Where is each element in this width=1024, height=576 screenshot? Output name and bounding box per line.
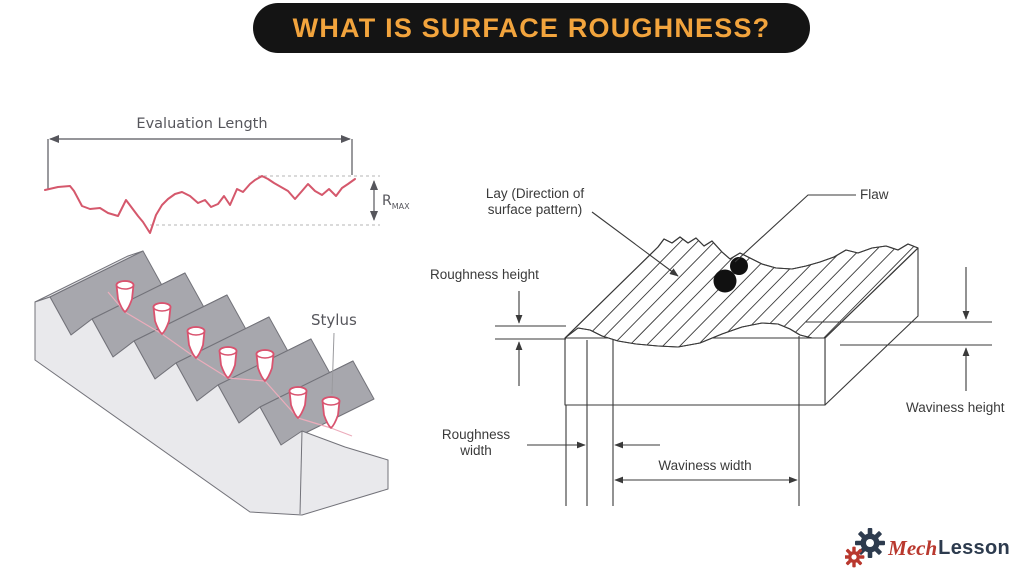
- stylus-leader-line: [331, 332, 335, 395]
- roughness-height-label: Roughness height: [430, 267, 539, 282]
- flaw-mark: [713, 257, 748, 293]
- flaw-leader: [734, 194, 856, 263]
- roughness-width-label: Roughness width: [441, 427, 511, 458]
- evaluation-length-diagram: [44, 135, 380, 234]
- flaw-label: Flaw: [860, 187, 889, 202]
- brand-name-second: Lesson: [938, 536, 1010, 559]
- width-dims: [527, 336, 800, 506]
- surface-characteristics-diagram: [495, 194, 992, 506]
- stylus-label: Stylus: [311, 311, 357, 329]
- lay-label: Lay (Direction of surface pattern): [485, 186, 585, 217]
- gears-icon: [845, 528, 886, 568]
- lay-arrow: [591, 211, 679, 277]
- stylus-block-diagram: [34, 250, 389, 516]
- evaluation-length-label: Evaluation Length: [136, 116, 268, 132]
- lay-surface: [564, 236, 919, 348]
- block-front-face: [34, 296, 389, 516]
- waviness-width-label: Waviness width: [658, 458, 752, 473]
- waviness-height-dim: [806, 267, 992, 391]
- page-title: WHAT IS SURFACE ROUGHNESS?: [292, 12, 771, 43]
- rmax-label: RMAX: [382, 193, 410, 211]
- roughness-height-dim: [495, 291, 566, 386]
- roughness-profile-trace: [44, 175, 356, 234]
- title-banner: WHAT IS SURFACE ROUGHNESS?: [253, 3, 810, 53]
- brand-name-first: Mech: [888, 535, 938, 560]
- block-front: [564, 337, 826, 406]
- waviness-height-label: Waviness height: [906, 400, 1005, 415]
